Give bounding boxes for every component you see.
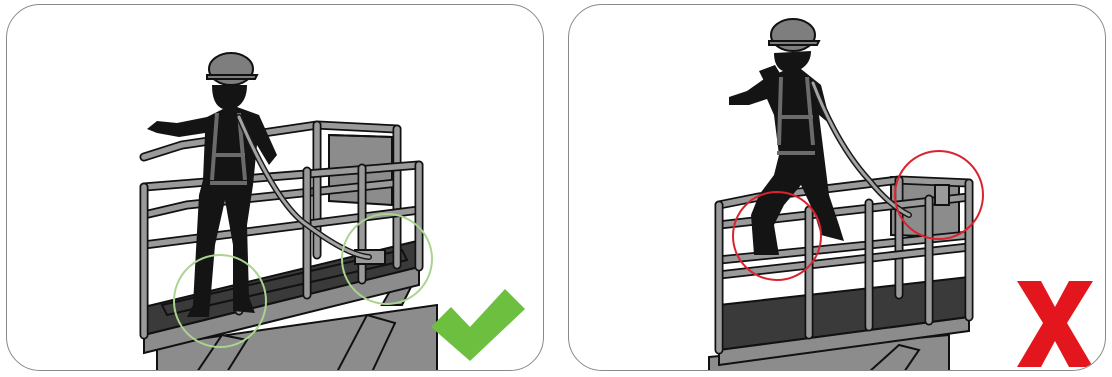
worker-climbing-rail xyxy=(729,19,909,255)
correct-usage-panel xyxy=(6,4,544,371)
incorrect-usage-illustration xyxy=(569,5,1106,371)
checkmark-icon xyxy=(431,289,525,361)
cross-icon xyxy=(1017,281,1093,367)
incorrect-usage-panel xyxy=(568,4,1106,371)
correct-usage-illustration xyxy=(7,5,544,371)
